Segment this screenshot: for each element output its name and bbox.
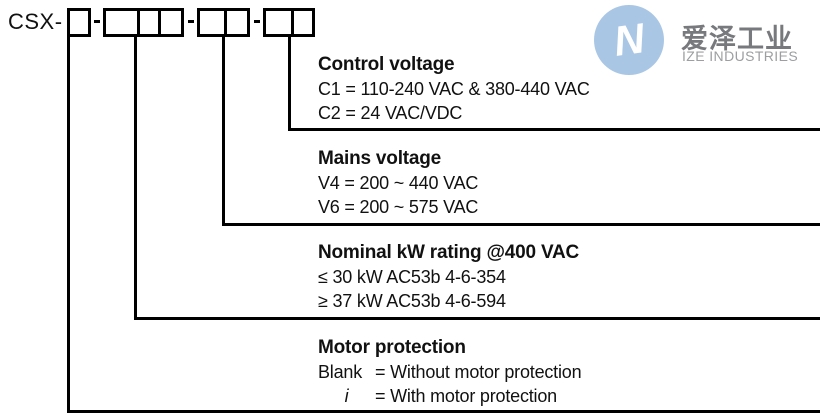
section-row: ≤ 30 kW AC53b 4-6-354	[318, 267, 506, 287]
section-title: Control voltage	[318, 54, 455, 75]
option-label: Blank	[318, 362, 363, 382]
section-row: C2 = 24 VAC/VDC	[318, 103, 463, 123]
cell-divider	[137, 11, 140, 34]
option-text: = Without motor protection	[375, 362, 582, 382]
code-box-motor-protection	[67, 8, 91, 37]
option-label: i	[344, 386, 349, 406]
section-row: Blank = Without motor protection	[318, 360, 582, 384]
section-row: C1 = 110-240 VAC & 380-440 VAC	[318, 79, 590, 99]
section-mains-voltage: Mains voltage V4 = 200 ~ 440 VAC V6 = 20…	[318, 147, 478, 219]
code-box-mains-voltage	[197, 8, 250, 37]
code-separator-dash	[94, 20, 100, 23]
cell-divider	[224, 11, 227, 34]
connector-mains-voltage-vertical	[222, 35, 225, 226]
option-text: = With motor protection	[375, 386, 557, 406]
connector-motor-protection-horizontal	[67, 410, 820, 413]
section-title: Motor protection	[318, 337, 466, 358]
connector-mains-voltage-horizontal	[222, 223, 820, 226]
connector-kw-rating-vertical	[134, 35, 137, 320]
logo-company-name-latin: IZE INDUSTRIES	[682, 48, 799, 64]
product-code-prefix: CSX-	[8, 9, 63, 34]
section-motor-protection: Motor protection Blank = Without motor pr…	[318, 336, 582, 408]
section-title: Nominal kW rating @400 VAC	[318, 242, 580, 263]
logo-company-name-cjk: 爱泽工业	[681, 24, 793, 54]
connector-kw-rating-horizontal	[134, 317, 820, 320]
ize-logo-icon: N	[594, 5, 664, 75]
section-title: Mains voltage	[318, 148, 442, 169]
connector-control-voltage-vertical	[288, 35, 291, 131]
section-kw-rating: Nominal kW rating @400 VAC ≤ 30 kW AC53b…	[318, 241, 579, 313]
section-row: V6 = 200 ~ 575 VAC	[318, 197, 479, 217]
code-box-control-voltage	[263, 8, 315, 37]
code-box-kw-rating	[103, 8, 184, 37]
section-row: ≥ 37 kW AC53b 4-6-594	[318, 291, 506, 311]
cell-divider	[158, 11, 161, 34]
connector-control-voltage-horizontal	[288, 128, 820, 131]
section-control-voltage: Control voltage C1 = 110-240 VAC & 380-4…	[318, 53, 590, 125]
code-separator-dash	[188, 20, 194, 23]
cell-divider	[291, 11, 294, 34]
ize-logo-letter: N	[610, 14, 648, 65]
section-row: i = With motor protection	[318, 384, 581, 408]
section-row: V4 = 200 ~ 440 VAC	[318, 173, 479, 193]
code-separator-dash	[254, 20, 260, 23]
connector-motor-protection-vertical	[67, 35, 70, 413]
